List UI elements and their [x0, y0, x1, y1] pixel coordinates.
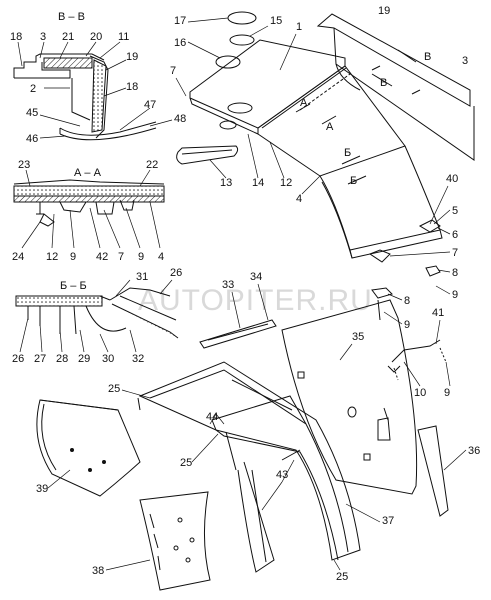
callout-5: 5	[452, 205, 458, 217]
callout-34: 34	[250, 271, 262, 283]
callout-18: 18	[10, 31, 22, 43]
callout-4b: 4	[296, 193, 302, 205]
section-aa-detail	[13, 179, 165, 227]
marker-b1: Б	[344, 147, 351, 159]
callout-43: 43	[276, 469, 288, 481]
marker-b2: Б	[350, 175, 357, 187]
callout-25: 25	[108, 383, 120, 395]
callout-12: 12	[46, 251, 58, 263]
marker-a1: А	[300, 97, 308, 109]
section-vv-leaders	[17, 41, 173, 139]
callout-7c: 7	[452, 247, 458, 259]
callout-2: 2	[30, 83, 36, 95]
strip-36	[417, 425, 449, 517]
callout-42: 42	[96, 251, 108, 263]
section-bb-title: Б – Б	[60, 280, 87, 292]
callout-38: 38	[92, 565, 104, 577]
callout-26b: 26	[12, 353, 24, 365]
callout-9: 9	[70, 251, 76, 263]
callout-19b: 19	[378, 5, 390, 17]
callout-44: 44	[206, 411, 218, 423]
callout-37: 37	[382, 515, 394, 527]
section-vv-detail	[13, 53, 157, 141]
callout-1: 1	[296, 21, 302, 33]
callout-26: 26	[170, 267, 182, 279]
callout-4: 4	[158, 251, 164, 263]
callout-3b: 3	[462, 55, 468, 67]
callout-10: 10	[414, 387, 426, 399]
callout-32: 32	[132, 353, 144, 365]
callout-6: 6	[452, 229, 458, 241]
marker-v2: В	[380, 77, 387, 89]
callout-16: 16	[174, 37, 186, 49]
callout-23: 23	[18, 159, 30, 171]
callout-8: 8	[452, 267, 458, 279]
flap-39	[36, 399, 141, 497]
callout-48: 48	[174, 113, 186, 125]
callout-41: 41	[432, 307, 444, 319]
section-bb-leaders	[19, 279, 173, 353]
main-fender-panel	[176, 11, 443, 259]
callout-3: 3	[40, 31, 46, 43]
marker-v1: В	[424, 51, 431, 63]
frame-assembly	[137, 361, 361, 573]
callout-11: 11	[118, 31, 129, 43]
callout-8b: 8	[404, 295, 410, 307]
section-aa-leaders	[21, 169, 161, 249]
callout-14: 14	[252, 177, 264, 189]
callout-45: 45	[26, 107, 38, 119]
callout-27: 27	[34, 353, 46, 365]
callout-25b: 25	[180, 457, 192, 469]
callout-17: 17	[174, 15, 186, 27]
callout-9e: 9	[444, 387, 450, 399]
callout-15: 15	[270, 15, 282, 27]
side-panel-35	[281, 299, 418, 495]
watermark: AUTOPITER.RU	[138, 284, 373, 317]
main-leaders	[47, 17, 467, 571]
callout-29: 29	[78, 353, 90, 365]
callout-13: 13	[220, 177, 232, 189]
callout-21: 21	[62, 31, 74, 43]
marker-a2: А	[326, 121, 334, 133]
callout-22: 22	[146, 159, 158, 171]
callout-19: 19	[126, 51, 138, 63]
callout-9d: 9	[404, 319, 410, 331]
callout-40: 40	[446, 173, 458, 185]
callout-9b: 9	[138, 251, 144, 263]
mudflap-38	[139, 491, 211, 591]
rear-flap-part	[316, 13, 475, 161]
callout-31: 31	[136, 271, 148, 283]
callout-30: 30	[102, 353, 114, 365]
section-vv-title: В – В	[58, 11, 85, 23]
callout-20: 20	[90, 31, 102, 43]
callout-28: 28	[56, 353, 68, 365]
callout-25c: 25	[336, 571, 348, 583]
callout-9c: 9	[452, 289, 458, 301]
callout-12b: 12	[280, 177, 292, 189]
callout-39: 39	[36, 483, 48, 495]
section-aa-title: А – А	[74, 167, 102, 179]
strip-33	[199, 319, 277, 349]
callout-46: 46	[26, 133, 38, 145]
section-bb-detail	[15, 287, 179, 339]
callout-36: 36	[468, 445, 480, 457]
callout-24: 24	[12, 251, 24, 263]
callout-18b: 18	[126, 81, 138, 93]
callout-7: 7	[118, 251, 124, 263]
callout-47: 47	[144, 99, 156, 111]
callout-33: 33	[222, 279, 234, 291]
callout-35: 35	[352, 331, 364, 343]
callout-7b: 7	[170, 65, 176, 77]
